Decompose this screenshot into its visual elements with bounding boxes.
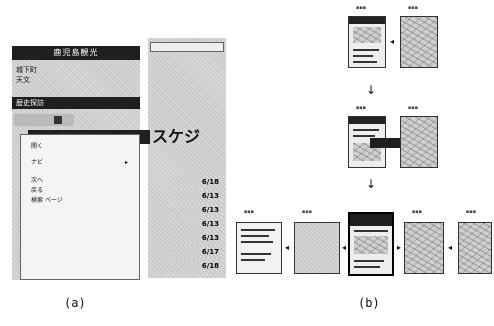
date-cell: 6/13 xyxy=(173,204,221,216)
context-menu: 開く ナビ ▸ 次へ 戻る 検索 ページ xyxy=(20,134,140,280)
thumb-label: ▪▪▪ xyxy=(407,105,419,111)
date-cell: 6/13 xyxy=(173,190,221,202)
caption-a: (a) xyxy=(64,296,86,310)
submenu-arrow-icon: ▸ xyxy=(125,159,129,166)
left-arrow-icon: ◂ xyxy=(285,243,290,252)
caption-b: (b) xyxy=(358,296,380,310)
thumb-image xyxy=(354,236,388,254)
thumb-line xyxy=(354,266,380,268)
thumb-label: ▪▪▪ xyxy=(411,209,423,215)
menu-item-next[interactable]: 次へ xyxy=(31,177,44,184)
menu-item-back[interactable]: 戻る xyxy=(31,187,44,194)
banner-text: スケジ xyxy=(152,127,201,146)
date-cell: 6/13 xyxy=(173,232,221,244)
thumb-line xyxy=(354,260,384,262)
thumb-label: ▪▪▪ xyxy=(355,5,367,11)
selected-page-thumbnail[interactable] xyxy=(348,212,394,276)
down-arrow-icon: ↓ xyxy=(366,177,377,191)
thumb-line xyxy=(353,61,377,63)
thumb-label: ▪▪▪ xyxy=(355,105,367,111)
thumb-header xyxy=(349,17,385,24)
date-cell: 6/13 xyxy=(173,218,221,230)
thumb-line xyxy=(241,235,269,237)
thumb-label: ▪▪▪ xyxy=(407,5,419,11)
thumb-line xyxy=(353,129,379,131)
menu-item-navi[interactable]: ナビ xyxy=(31,159,44,166)
left-arrow-icon: ◂ xyxy=(342,243,347,252)
menu-item-open[interactable]: 開く xyxy=(31,143,44,150)
page-thumbnail[interactable] xyxy=(294,222,340,274)
down-arrow-icon: ↓ xyxy=(366,83,377,97)
right-arrow-icon: ▸ xyxy=(397,243,402,252)
field-line-2: 天文 xyxy=(16,76,30,84)
thumb-line xyxy=(241,241,273,243)
sub-title-bar: 歴史探訪 xyxy=(12,97,140,109)
thumb-line xyxy=(353,135,375,137)
thumb-line xyxy=(241,229,275,231)
menu-item-search[interactable]: 検索 ページ xyxy=(31,197,63,204)
thumb-image xyxy=(353,27,381,43)
tab-strip[interactable] xyxy=(150,42,224,52)
thumb-header xyxy=(350,214,392,226)
thumb-line xyxy=(241,259,265,261)
date-cell: 6/18 xyxy=(173,260,221,272)
field-line-1: 城下町 xyxy=(16,66,37,74)
thumb-line xyxy=(353,49,379,51)
folder-icon[interactable] xyxy=(54,116,62,124)
date-cell: 6/17 xyxy=(173,246,221,258)
thumb-line xyxy=(354,230,388,232)
map-thumbnail[interactable] xyxy=(400,16,438,68)
left-arrow-icon: ◂ xyxy=(448,243,453,252)
thumb-label: ▪▪▪ xyxy=(301,209,313,215)
window-title-bar: 鹿児島観光 xyxy=(12,46,140,60)
map-thumbnail[interactable] xyxy=(404,222,444,274)
thumb-label: ▪▪▪ xyxy=(243,209,255,215)
thumb-label: ▪▪▪ xyxy=(465,209,477,215)
toolbar-row xyxy=(14,114,74,126)
thumb-line xyxy=(353,55,373,57)
map-thumbnail[interactable] xyxy=(400,116,438,168)
page-thumbnail[interactable] xyxy=(236,222,282,274)
left-arrow-icon: ◂ xyxy=(390,37,395,46)
thumb-header xyxy=(349,117,385,124)
thumb-line xyxy=(241,253,271,255)
date-cell: 6/18 xyxy=(173,176,221,188)
page-thumbnail[interactable] xyxy=(348,16,386,68)
map-thumbnail[interactable] xyxy=(458,222,492,274)
